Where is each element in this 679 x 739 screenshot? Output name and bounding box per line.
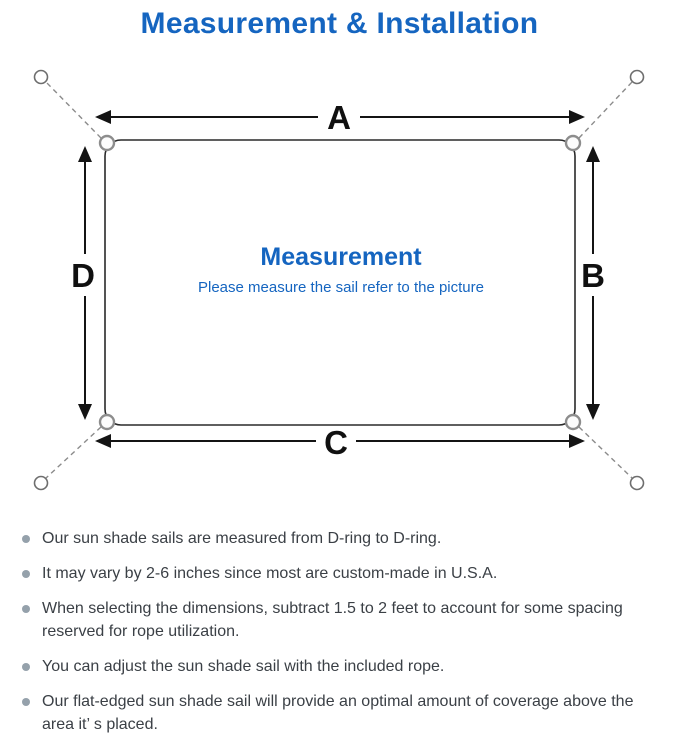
anchor-point-icon-top-left: [33, 69, 49, 85]
page-title: Measurement & Installation: [140, 7, 539, 40]
rope-line-bottom-right: [578, 426, 633, 479]
arrow-head-down-icon: [586, 404, 600, 420]
note-text: It may vary by 2-6 inches since most are…: [42, 565, 498, 582]
list-item: Our sun shade sails are measured from D-…: [20, 527, 662, 550]
bullet-icon: [22, 605, 30, 613]
arrow-head-up-icon: [586, 146, 600, 162]
bullet-icon: [22, 663, 30, 671]
measurement-diagram: A C D B Measurement Please measure the s…: [33, 69, 645, 491]
d-ring-icon-bottom-left: [98, 413, 116, 431]
arrow-head-left-icon: [95, 434, 111, 448]
note-text: Our sun shade sails are measured from D-…: [42, 530, 442, 547]
d-ring-icon-bottom-right: [564, 413, 582, 431]
rope-line-top-right: [578, 81, 633, 139]
d-ring-icon-top-right: [564, 134, 582, 152]
note-text: When selecting the dimensions, subtract …: [42, 600, 623, 640]
diagram-center-subtitle: Please measure the sail refer to the pic…: [198, 279, 484, 296]
bullet-icon: [22, 535, 30, 543]
list-item: Our flat-edged sun shade sail will provi…: [20, 690, 662, 736]
list-item: You can adjust the sun shade sail with t…: [20, 655, 662, 678]
list-item: When selecting the dimensions, subtract …: [20, 597, 662, 643]
arrow-head-down-icon: [78, 404, 92, 420]
anchor-point-icon-bottom-left: [33, 475, 49, 491]
rope-line-bottom-left: [45, 426, 102, 479]
diagram-center-title: Measurement: [260, 243, 422, 271]
dimension-label-d: D: [71, 257, 95, 294]
anchor-point-icon-bottom-right: [629, 475, 645, 491]
arrow-head-up-icon: [78, 146, 92, 162]
arrow-head-right-icon: [569, 434, 585, 448]
dimension-label-c: C: [324, 424, 348, 461]
list-item: It may vary by 2-6 inches since most are…: [20, 562, 662, 585]
arrow-head-left-icon: [95, 110, 111, 124]
bullet-icon: [22, 570, 30, 578]
rope-line-top-left: [45, 81, 102, 139]
note-text: Our flat-edged sun shade sail will provi…: [42, 693, 634, 733]
note-text: You can adjust the sun shade sail with t…: [42, 658, 445, 675]
sail-outline: [104, 139, 576, 426]
dimension-label-a: A: [327, 99, 351, 136]
arrow-head-right-icon: [569, 110, 585, 124]
dimension-label-b: B: [581, 257, 605, 294]
notes-list: Our sun shade sails are measured from D-…: [0, 527, 679, 736]
bullet-icon: [22, 698, 30, 706]
anchor-point-icon-top-right: [629, 69, 645, 85]
d-ring-icon-top-left: [98, 134, 116, 152]
